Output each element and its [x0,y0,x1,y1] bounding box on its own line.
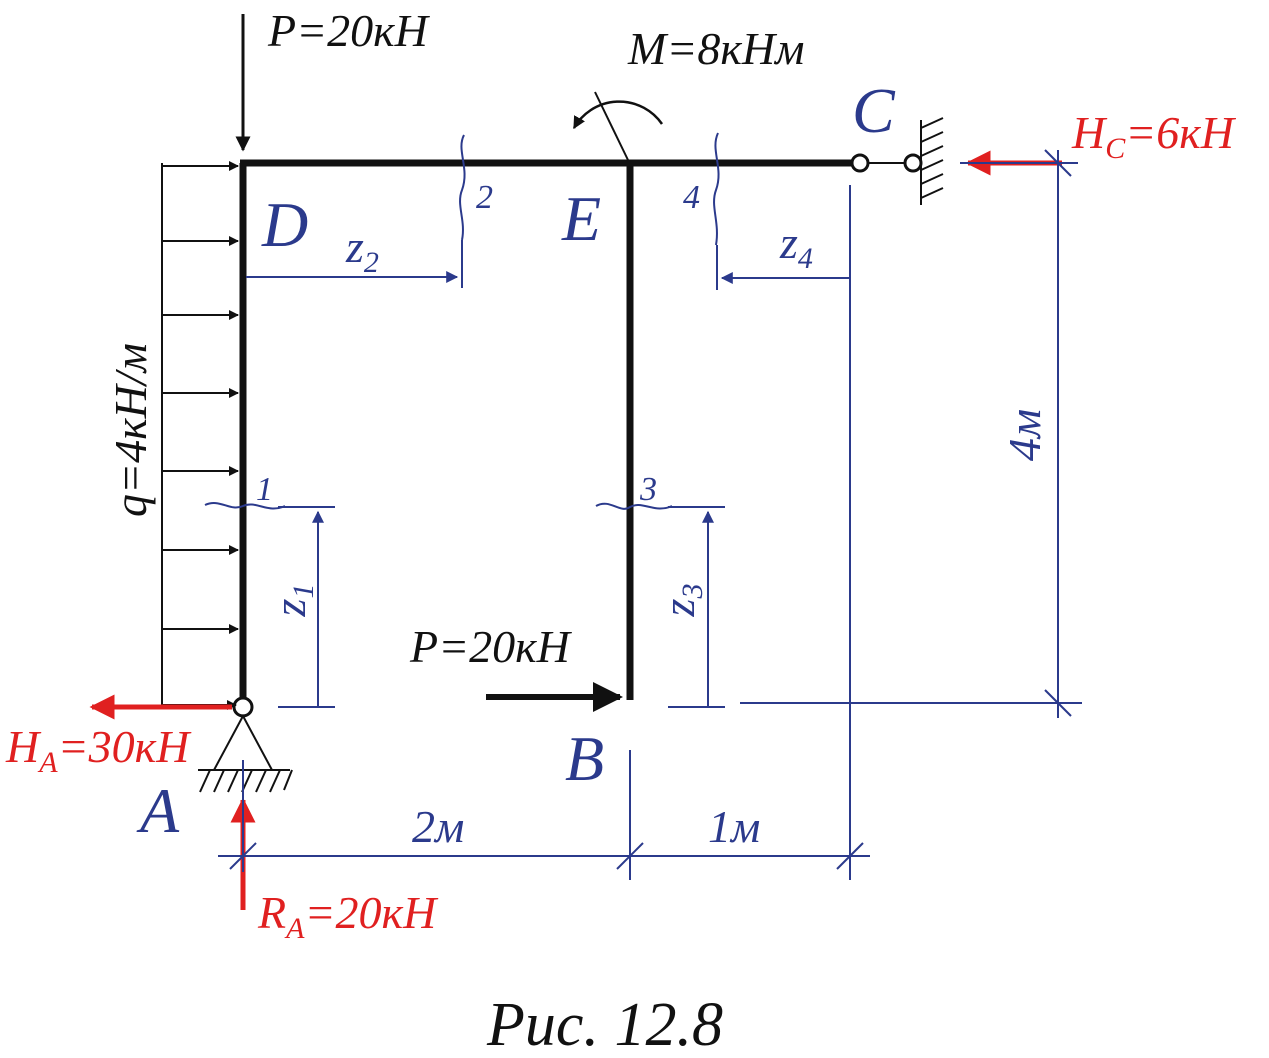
section-label-2: 2 [476,179,493,216]
reaction-RA-label: RA=20кН [257,887,439,945]
node-label-E: E [561,183,601,254]
reaction-HA-value: =30кН [58,721,193,772]
reaction-HC-label: HC=6кН [1071,107,1237,165]
reaction-HA-sub: A [37,746,58,779]
coord-z3-main: z [653,598,704,617]
reaction-RA-value: =20кН [304,887,439,938]
coord-z1-main: z [264,598,315,617]
coord-z1-label: z1 [264,584,320,618]
dim-label-4m: 4м [999,409,1050,461]
section-cut-2 [459,134,466,241]
moment-M-label: M=8кНм [627,23,804,74]
coord-z2-sub: 2 [364,246,379,279]
reaction-RA-main: R [257,887,286,938]
coord-z2-label: z2 [345,221,379,279]
coord-z4-axis [716,245,850,290]
reaction-HC-sub: C [1105,132,1126,165]
section-label-3: 3 [639,471,657,508]
moment-M-arrow [572,91,664,161]
coord-z4-label: z4 [779,217,813,275]
figure-caption: Рис. 12.8 [486,991,723,1058]
frame-members [239,159,856,706]
coord-z4-main: z [779,217,798,268]
coord-z2-main: z [345,221,364,272]
section-cut-3 [595,502,673,510]
force-P-bottom-label: P=20кН [409,621,573,672]
coord-z2-axis [246,240,463,288]
node-label-C: C [852,75,896,146]
coord-z3-label: z3 [653,584,709,618]
dimension-horizontal [218,185,870,880]
dist-load-label: q=4кН/м [105,343,156,517]
force-P-top-label: P=20кН [267,5,431,56]
section-label-1: 1 [256,471,273,508]
coord-z4-sub: 4 [798,242,813,275]
dimension-vertical [740,149,1082,718]
node-label-D: D [261,189,308,260]
coord-z1-axis [278,506,335,708]
pin-support-A [198,696,293,793]
section-cut-1 [204,502,286,510]
coord-z3-axis [668,506,725,708]
reaction-RA-sub: A [284,912,305,945]
coord-z1-sub: 1 [287,584,320,599]
reaction-HC-value: =6кН [1125,107,1237,158]
coord-z3-sub: 3 [676,584,709,600]
node-label-A: A [136,775,180,846]
distributed-load [161,161,239,710]
node-label-B: B [565,723,604,794]
reaction-HC-main: H [1071,107,1108,158]
dim-label-2m: 2м [412,801,464,852]
section-label-4: 4 [683,179,700,216]
reaction-HA-label: HA=30кН [5,721,192,779]
link-support-C [850,117,944,205]
dim-label-1m: 1м [708,801,760,852]
reaction-HA-main: H [5,721,42,772]
section-cut-4 [713,132,720,246]
